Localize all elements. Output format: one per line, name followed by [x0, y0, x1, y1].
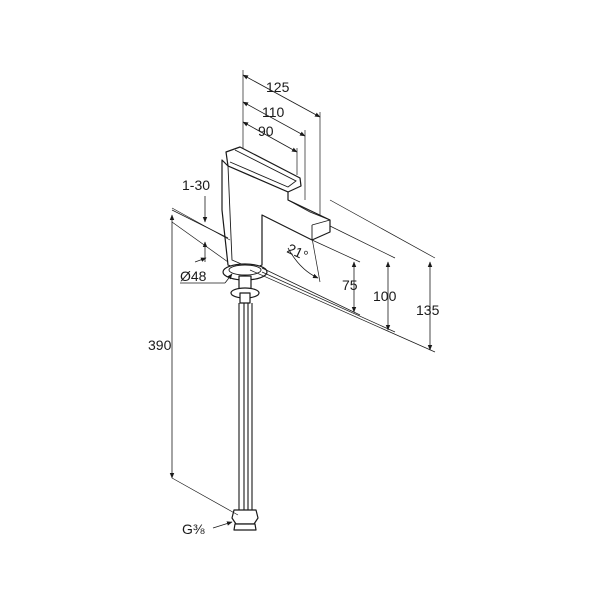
thread-dimension: G⅜: [182, 521, 233, 537]
angle-label: 21°: [285, 240, 311, 263]
dim-line-90: [242, 121, 298, 153]
supply-hoses: [231, 303, 259, 531]
dim-label-90: 90: [258, 123, 274, 139]
dim-label-125: 125: [266, 79, 290, 95]
thickness-label: 1-30: [182, 177, 210, 193]
hose-length-dimension: 390: [148, 207, 239, 516]
height-dimensions: 75 100 135: [249, 199, 440, 353]
mount-dimensions: 1-30 Ø48: [171, 177, 233, 284]
hose-fitting: [231, 509, 259, 525]
dim-label-110: 110: [262, 104, 285, 120]
dim-label-390: 390: [148, 337, 172, 353]
dim-line-125: [242, 74, 321, 118]
dim-label-100: 100: [373, 288, 397, 304]
faucet-body: [221, 146, 331, 304]
top-dimensions: 125 110 90: [242, 70, 321, 215]
angle-dimension: 21°: [285, 237, 321, 283]
dim-label-75: 75: [342, 277, 358, 293]
dim-label-135: 135: [416, 302, 440, 318]
diameter-label: Ø48: [180, 268, 207, 284]
thread-label: G⅜: [182, 521, 205, 537]
